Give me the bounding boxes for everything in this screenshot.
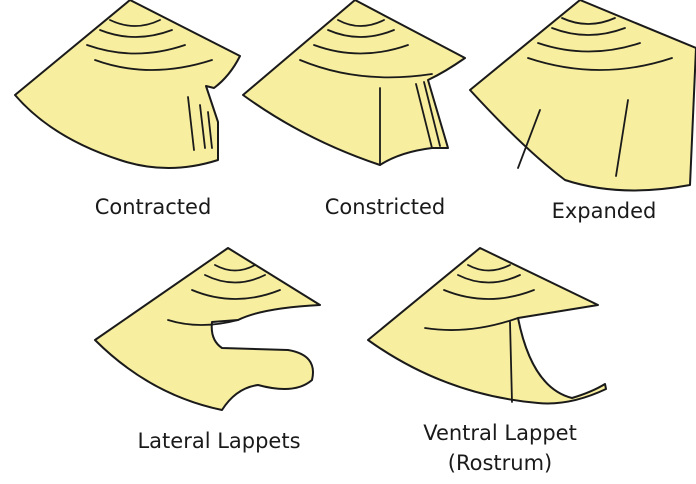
constricted-label: Constricted [325, 195, 446, 219]
contracted-figure [15, 0, 240, 168]
ventral-lappet-figure [368, 248, 606, 403]
expanded-figure [470, 0, 696, 190]
lateral-lappets-label: Lateral Lappets [137, 429, 300, 453]
constricted-figure [243, 0, 465, 165]
lateral-lappets-figure [95, 248, 320, 410]
ventral-lappet-label-line1: Ventral Lappet [423, 421, 577, 445]
expanded-label: Expanded [552, 199, 657, 223]
contracted-label: Contracted [95, 195, 212, 219]
ventral-lappet-label-line2: (Rostrum) [448, 451, 552, 475]
